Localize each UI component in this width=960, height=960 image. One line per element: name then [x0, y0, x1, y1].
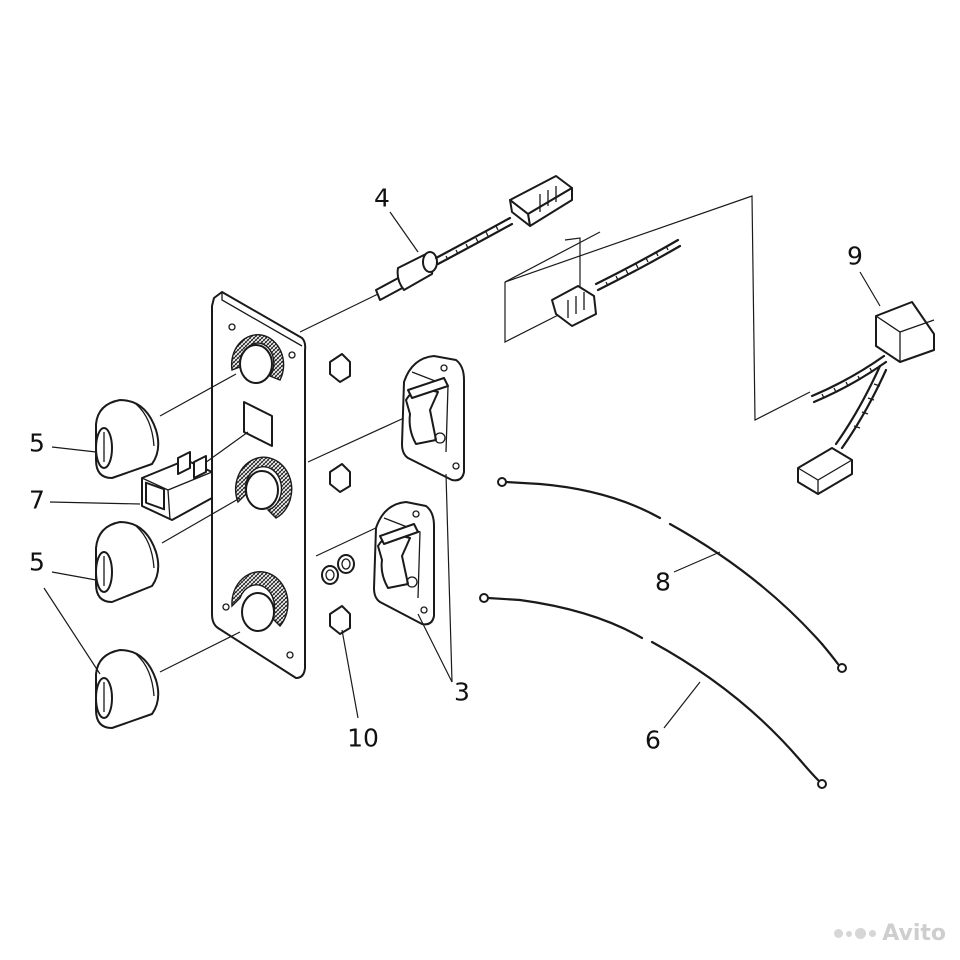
avito-watermark: Avito: [834, 921, 946, 946]
callout-part-8: 8: [655, 567, 671, 597]
rocker-switch: [141, 451, 213, 521]
clip-parts: [321, 353, 355, 635]
callout-part-10: 10: [347, 723, 379, 753]
panel-dial-opening-middle: [234, 456, 293, 519]
callout-part-5-upper: 5: [29, 428, 45, 458]
control-cable-lower: [479, 593, 827, 789]
panel-dial-opening-top: [230, 334, 285, 384]
knob-lower: [95, 649, 160, 729]
watermark-text: Avito: [882, 921, 946, 946]
panel-dial-opening-bottom: [231, 571, 289, 632]
cable-bracket-upper: [401, 355, 465, 482]
control-panel-plate: [211, 291, 307, 679]
temperature-sensor-harness: [375, 175, 573, 301]
control-cable-upper: [497, 477, 847, 673]
panel-switch-opening: [243, 401, 273, 447]
knob-upper: [95, 399, 160, 479]
callout-part-4: 4: [374, 183, 390, 213]
assembly-guide-lines: [159, 195, 811, 673]
knob-middle: [95, 521, 160, 603]
callout-part-5-lower: 5: [29, 547, 45, 577]
callout-part-9: 9: [847, 241, 863, 271]
cable-bracket-lower: [373, 501, 435, 626]
avito-dots-logo-icon: [834, 928, 877, 939]
callout-part-6: 6: [645, 725, 661, 755]
control-module-harness: [797, 301, 935, 495]
callout-part-7: 7: [29, 485, 45, 515]
connector-harness-middle: [551, 238, 682, 327]
callout-leader-lines: [43, 211, 881, 729]
callout-part-3: 3: [454, 677, 470, 707]
